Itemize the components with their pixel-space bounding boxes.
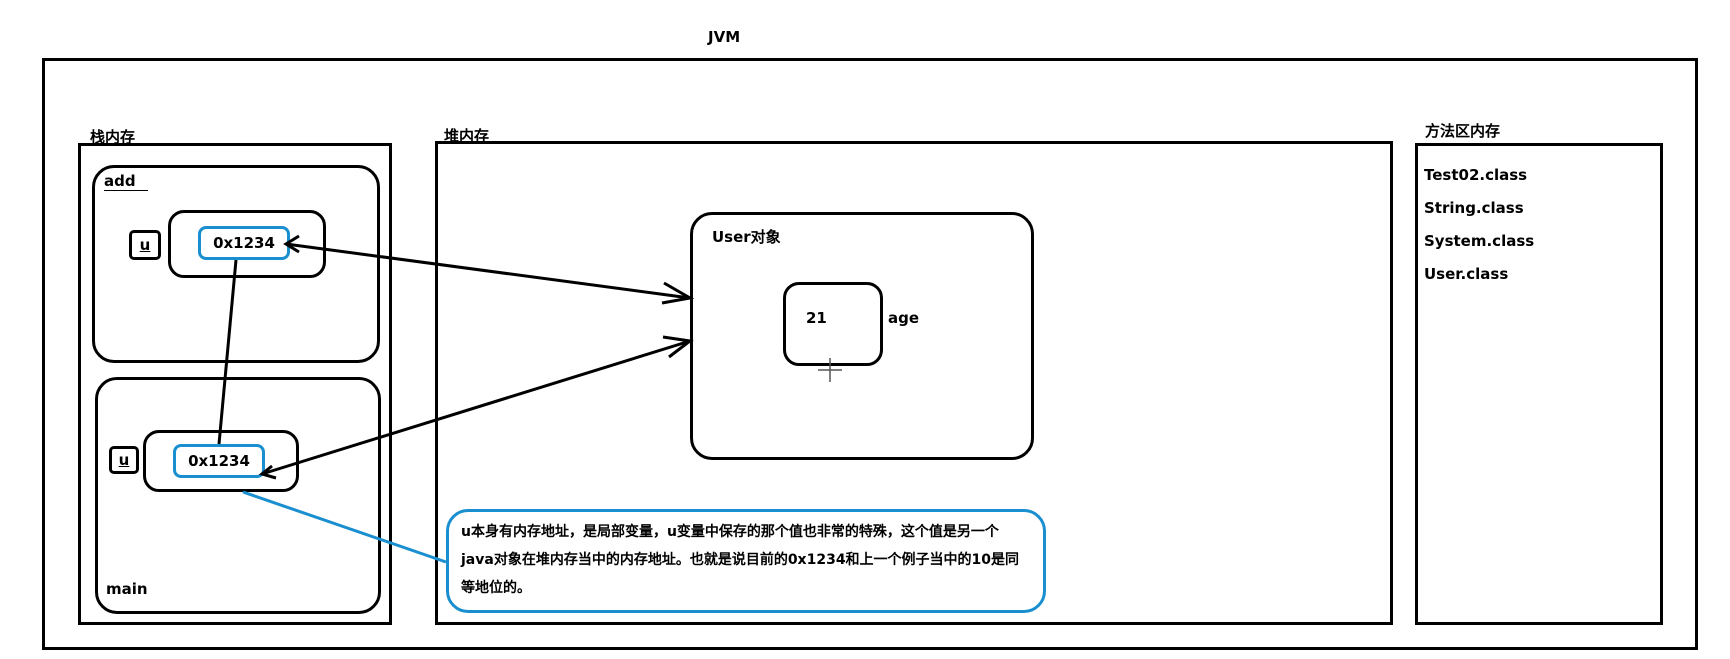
main-var-name: u [109, 446, 139, 474]
user-object-label: User对象 [712, 228, 781, 246]
main-address: 0x1234 [173, 444, 265, 478]
age-field-box [783, 282, 883, 366]
stack-memory-label: 栈内存 [90, 128, 136, 146]
main-frame [95, 377, 381, 614]
method-area-label: 方法区内存 [1425, 122, 1501, 140]
method-area-panel [1415, 143, 1663, 625]
age-field-name: age [888, 309, 920, 327]
class-item: User.class [1424, 265, 1509, 283]
class-item: System.class [1424, 232, 1535, 250]
add-frame-label: add [104, 172, 148, 191]
add-var-name: u [129, 230, 161, 260]
age-field-value: 21 [806, 309, 827, 327]
class-list: Test02.class String.class System.class U… [1424, 159, 1654, 291]
jvm-container [42, 58, 1698, 650]
class-item: Test02.class [1424, 166, 1528, 184]
class-item: String.class [1424, 199, 1524, 217]
heap-memory-label: 堆内存 [444, 127, 490, 145]
main-frame-label: main [106, 580, 148, 598]
add-address: 0x1234 [198, 226, 290, 260]
jvm-title: JVM [708, 28, 741, 46]
note-callout: u本身有内存地址，是局部变量，u变量中保存的那个值也非常的特殊，这个值是另一个j… [446, 509, 1046, 613]
